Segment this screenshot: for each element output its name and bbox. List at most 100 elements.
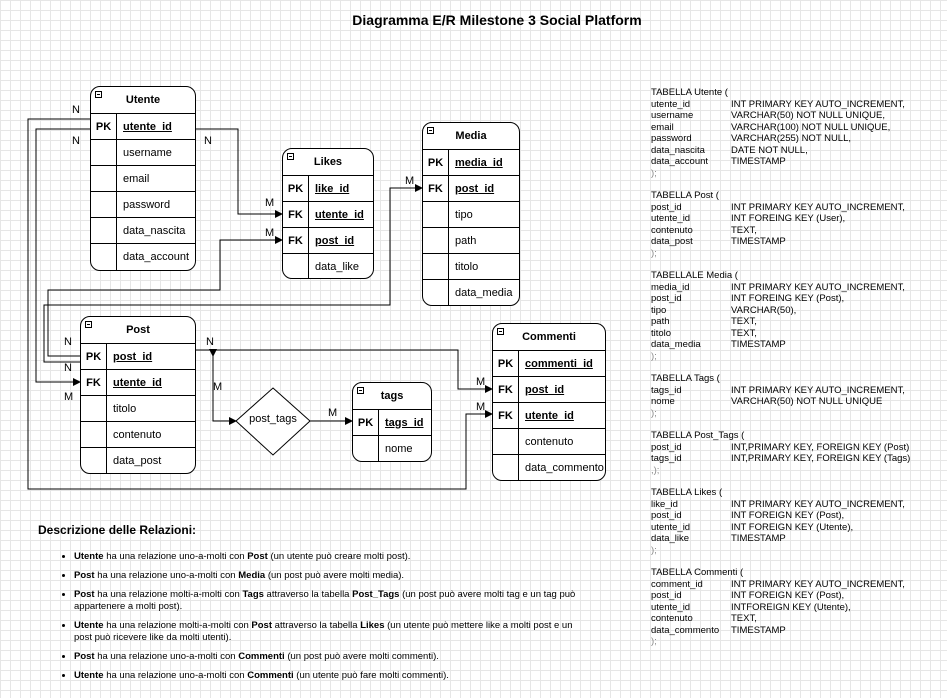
entity-row[interactable]: data_like (283, 254, 373, 278)
description-item: Utente ha una relazione molti-a-molti co… (74, 620, 578, 644)
key-type (91, 166, 117, 191)
field-name: data_post (113, 455, 162, 467)
key-type (91, 140, 117, 165)
sql-table-end: ); (651, 636, 657, 647)
collapse-icon[interactable] (95, 91, 102, 98)
entity-row[interactable]: data_commento (493, 455, 605, 480)
field-name: titolo (455, 260, 479, 273)
cardinality-label: N (64, 336, 72, 348)
entity-row[interactable]: data_account (91, 244, 195, 270)
sql-column-type: TIMESTAMP (731, 624, 786, 636)
sql-table-header: TABELLA Likes ( (651, 487, 723, 498)
entity-header: Likes (283, 149, 373, 176)
key-type: PK (493, 351, 519, 376)
entity-row[interactable]: titolo (81, 396, 195, 422)
entity-header: Post (81, 317, 195, 344)
collapse-icon[interactable] (287, 153, 294, 160)
entity-row[interactable]: path (423, 228, 519, 254)
entity-title: Likes (313, 156, 343, 168)
key-type (81, 396, 107, 421)
sql-column-name: contenuto (651, 224, 693, 236)
sql-column-name: post_id (651, 201, 682, 213)
entity-header: Commenti (493, 324, 605, 351)
description-text: attraverso la tabella (263, 589, 353, 600)
cardinality-label: M (265, 227, 275, 239)
key-type: FK (493, 403, 519, 428)
sql-column-name: utente_id (651, 601, 691, 613)
collapse-icon[interactable] (427, 127, 434, 134)
field-name: contenuto (525, 435, 574, 448)
entity-row[interactable]: titolo (423, 254, 519, 280)
sql-table-header: TABELLA Utente ( (651, 87, 728, 98)
key-type (493, 429, 519, 454)
description-list: Utente ha una relazione uno-a-molti con … (38, 551, 578, 682)
entity-row[interactable]: username (91, 140, 195, 166)
description-text: Media (238, 570, 266, 581)
collapse-icon[interactable] (497, 328, 504, 335)
entity-row[interactable]: email (91, 166, 195, 192)
description-text: (un utente può creare molti post). (267, 551, 411, 562)
entity-row[interactable]: nome (353, 436, 431, 461)
entity-row[interactable]: tipo (423, 202, 519, 228)
sql-column-name: data_commento (651, 624, 720, 636)
sql-table-header: TABELLA Commenti ( (651, 567, 744, 578)
sql-column-name: email (651, 121, 674, 133)
entity-row[interactable]: contenuto (493, 429, 605, 455)
diagram-title: Diagramma E/R Milestone 3 Social Platfor… (352, 12, 642, 28)
description-text: attraverso la tabella (272, 620, 361, 631)
entity-title: Commenti (522, 331, 576, 343)
sql-column-name: path (651, 316, 670, 327)
entity-row[interactable]: data_media (423, 280, 519, 305)
entity-row[interactable]: password (91, 192, 195, 218)
sql-column-type: VARCHAR(50) NOT NULL UNIQUE (731, 396, 883, 407)
cardinality-label: M (476, 401, 486, 413)
field-name: utente_id (315, 208, 364, 221)
key-type (423, 280, 449, 305)
key-type (91, 192, 117, 217)
sql-table-header: TABELLA Post ( (651, 190, 719, 201)
entity-title: Utente (125, 94, 161, 106)
description-text: (un utente può mettere like a molti post… (74, 620, 573, 643)
sql-column-type: INT FOREING KEY (Post), (731, 293, 845, 304)
field-name: titolo (113, 402, 137, 415)
collapse-icon[interactable] (85, 321, 92, 328)
key-type (423, 228, 449, 253)
cardinality-label: M (405, 175, 415, 187)
key-type: PK (283, 176, 309, 201)
collapse-icon[interactable] (357, 387, 364, 394)
entity-row[interactable]: data_post (81, 448, 195, 473)
key-type (91, 218, 117, 243)
key-type: PK (91, 114, 117, 139)
entity-row[interactable]: contenuto (81, 422, 195, 448)
entity-title: Post (126, 324, 150, 336)
description-text: Post (74, 651, 95, 662)
entity-row[interactable]: data_nascita (91, 218, 195, 244)
field-name: post_id (525, 383, 565, 396)
